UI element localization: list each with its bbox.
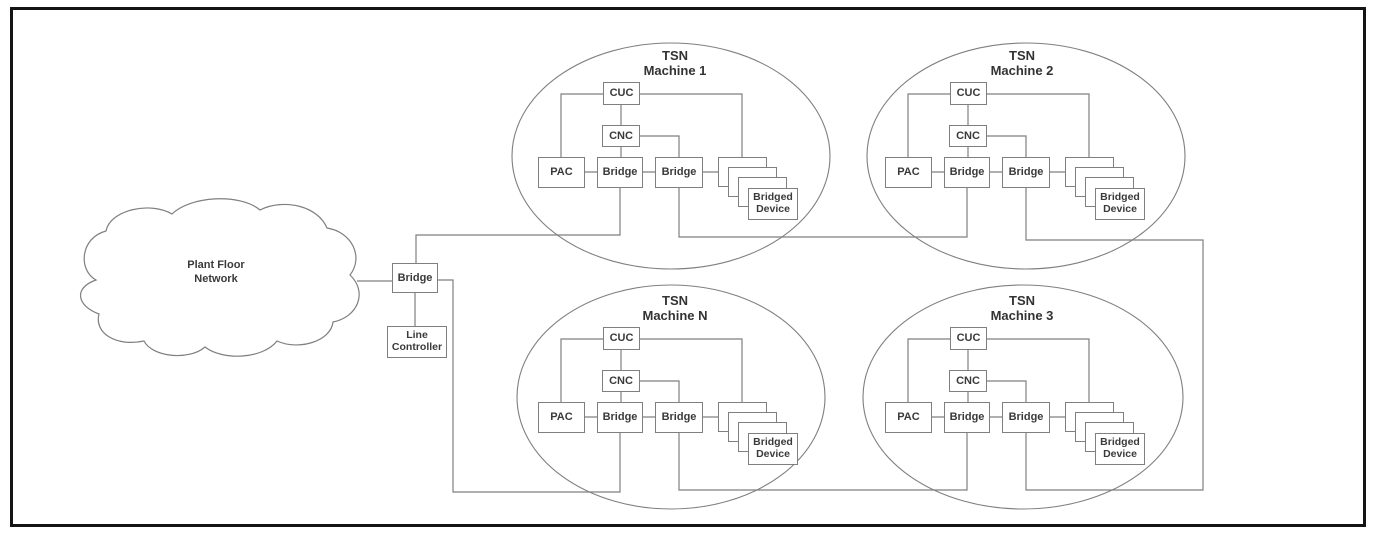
plant-floor-network-label: Plant Floor Network xyxy=(151,259,281,287)
bridge-right-label: Bridge xyxy=(1008,411,1044,424)
bridge-right-label: Bridge xyxy=(1008,166,1044,179)
cloud-label-line1: Plant Floor xyxy=(187,259,245,271)
bridge-right-label: Bridge xyxy=(661,411,697,424)
machine-title-line1: TSN xyxy=(662,293,688,308)
cnc-label: CNC xyxy=(956,374,980,387)
cuc-label: CUC xyxy=(956,332,981,345)
bridge-right-node: Bridge xyxy=(655,402,703,433)
bridge-left-node: Bridge xyxy=(597,402,643,433)
bridge-left-label: Bridge xyxy=(602,411,638,424)
bridge-left-label: Bridge xyxy=(949,166,985,179)
bridged-device-label-line2: Device xyxy=(756,448,790,460)
machine-2: TSN Machine 2 CUC CNC PAC Bridge Bridge … xyxy=(860,43,1180,288)
cnc-label: CNC xyxy=(609,129,633,142)
machine-3: TSN Machine 3 CUC CNC PAC Bridge Bridge … xyxy=(860,288,1180,533)
machine-title: TSN Machine 3 xyxy=(922,293,1122,324)
line-controller-node: Line Controller xyxy=(387,326,447,358)
cloud-shape xyxy=(79,198,360,357)
machine-1-ellipse xyxy=(511,42,831,270)
machine-n-ellipse xyxy=(516,284,826,510)
cuc-node: CUC xyxy=(603,82,640,105)
cuc-node: CUC xyxy=(950,327,987,350)
machine-3-internal-lines xyxy=(907,338,1090,418)
bridge-right-node: Bridge xyxy=(1002,157,1050,188)
bridged-device-label-line1: Bridged xyxy=(1100,191,1140,204)
bridge-left-node: Bridge xyxy=(944,402,990,433)
machine-title-line1: TSN xyxy=(662,48,688,63)
machine-1-internal-lines xyxy=(560,93,743,173)
machine-title: TSN Machine 2 xyxy=(922,48,1122,79)
bridge-left-node: Bridge xyxy=(944,157,990,188)
bridged-device-label-line2: Device xyxy=(756,203,790,215)
pac-label: PAC xyxy=(897,166,920,179)
bridged-device-label-line1: Bridged xyxy=(753,436,793,449)
backbone-bridge-node: Bridge xyxy=(392,263,438,293)
bridge-left-node: Bridge xyxy=(597,157,643,188)
machine-n-internal-lines xyxy=(560,338,743,418)
cuc-node: CUC xyxy=(603,327,640,350)
cnc-node: CNC xyxy=(602,370,640,392)
cnc-node: CNC xyxy=(602,125,640,147)
machine-n: TSN Machine N CUC CNC PAC Bridge Bridge … xyxy=(513,288,833,533)
machine-title-line2: Machine 1 xyxy=(643,63,707,79)
bridge-left-label: Bridge xyxy=(949,411,985,424)
machine-title: TSN Machine 1 xyxy=(575,48,775,79)
bridged-device-node: Bridged Device xyxy=(748,188,798,220)
cnc-node: CNC xyxy=(949,370,987,392)
bridge-right-node: Bridge xyxy=(1002,402,1050,433)
machine-title-line2: Machine 3 xyxy=(990,308,1054,324)
bridged-device-label-line1: Bridged xyxy=(753,191,793,204)
machine-1: TSN Machine 1 CUC CNC PAC Bridge Bridge … xyxy=(513,43,833,288)
cloud-label-line2: Network xyxy=(194,272,238,285)
machine-3-ellipse xyxy=(862,284,1184,510)
cuc-node: CUC xyxy=(950,82,987,105)
pac-node: PAC xyxy=(885,157,932,188)
pac-label: PAC xyxy=(550,166,573,179)
bridged-device-label-line2: Device xyxy=(1103,203,1137,215)
machine-2-ellipse xyxy=(866,42,1186,270)
pac-node: PAC xyxy=(538,402,585,433)
machine-2-internal-lines xyxy=(907,93,1090,173)
bridged-device-label-line1: Bridged xyxy=(1100,436,1140,449)
machine-title-line1: TSN xyxy=(1009,293,1035,308)
backbone-bridge-label: Bridge xyxy=(397,271,433,284)
line-controller-label-line2: Controller xyxy=(391,341,443,353)
bridge-right-node: Bridge xyxy=(655,157,703,188)
cnc-label: CNC xyxy=(956,129,980,142)
bridged-device-node: Bridged Device xyxy=(1095,188,1145,220)
bridge-left-label: Bridge xyxy=(602,166,638,179)
machine-title: TSN Machine N xyxy=(575,293,775,324)
bridge-right-label: Bridge xyxy=(661,166,697,179)
machine-title-line2: Machine N xyxy=(642,308,708,324)
bridged-device-node: Bridged Device xyxy=(1095,433,1145,465)
pac-node: PAC xyxy=(538,157,585,188)
bridged-device-node: Bridged Device xyxy=(748,433,798,465)
pac-label: PAC xyxy=(550,411,573,424)
pac-label: PAC xyxy=(897,411,920,424)
bridged-device-label-line2: Device xyxy=(1103,448,1137,460)
cuc-label: CUC xyxy=(609,87,634,100)
cnc-label: CNC xyxy=(609,374,633,387)
machine-title-line2: Machine 2 xyxy=(990,63,1054,79)
cnc-node: CNC xyxy=(949,125,987,147)
cuc-label: CUC xyxy=(609,332,634,345)
cuc-label: CUC xyxy=(956,87,981,100)
line-controller-label-line1: Line xyxy=(406,329,428,342)
backbone-connectors xyxy=(357,188,1204,493)
pac-node: PAC xyxy=(885,402,932,433)
machine-title-line1: TSN xyxy=(1009,48,1035,63)
